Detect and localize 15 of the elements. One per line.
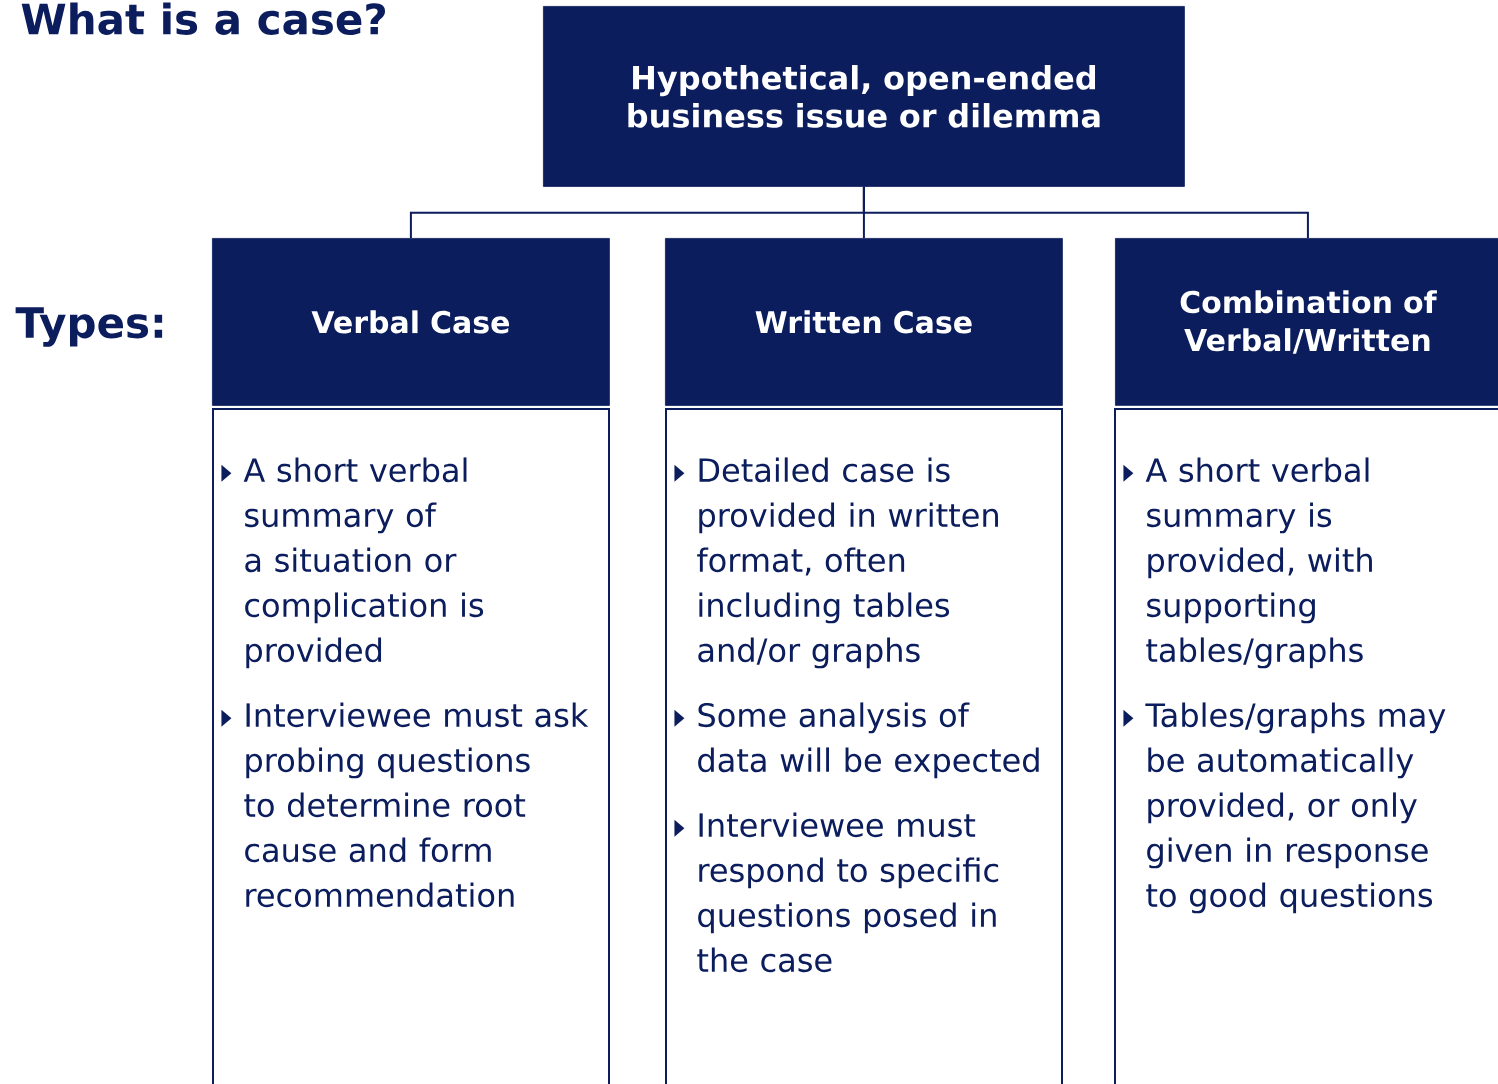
bullet-text: Some analysis of data will be expected <box>698 702 1039 779</box>
header-box: Written Case <box>665 238 1063 406</box>
title: What is a case? <box>21 2 385 35</box>
connector <box>862 185 1309 239</box>
node-label: Combination of Verbal/Written <box>1180 290 1437 354</box>
bullet-text: Tables/graphs may be automatically provided, or only given in response to good questions <box>1145 702 1446 914</box>
issue-box: Hypothetical, open-ended business issue or dilemma <box>543 6 1185 187</box>
bullet-text: A short verbal summary of a situation or complication is provided <box>243 457 484 669</box>
bullet-text: Interviewee must ask probing questions to determine root cause and form recommendation <box>244 702 589 908</box>
bullet-text: Detailed case is provided in written format, often including tables and/or graphs <box>697 457 998 669</box>
bullet-text: Interviewee must respond to specific questions posed in the case <box>697 812 999 973</box>
row-label: Types: <box>15 307 163 347</box>
header-box: Verbal Case <box>212 238 610 406</box>
bullet-text: A short verbal summary is provided, with supporting tables/graphs <box>1145 457 1372 669</box>
header-box: Combination of Verbal/Written <box>1115 238 1498 406</box>
